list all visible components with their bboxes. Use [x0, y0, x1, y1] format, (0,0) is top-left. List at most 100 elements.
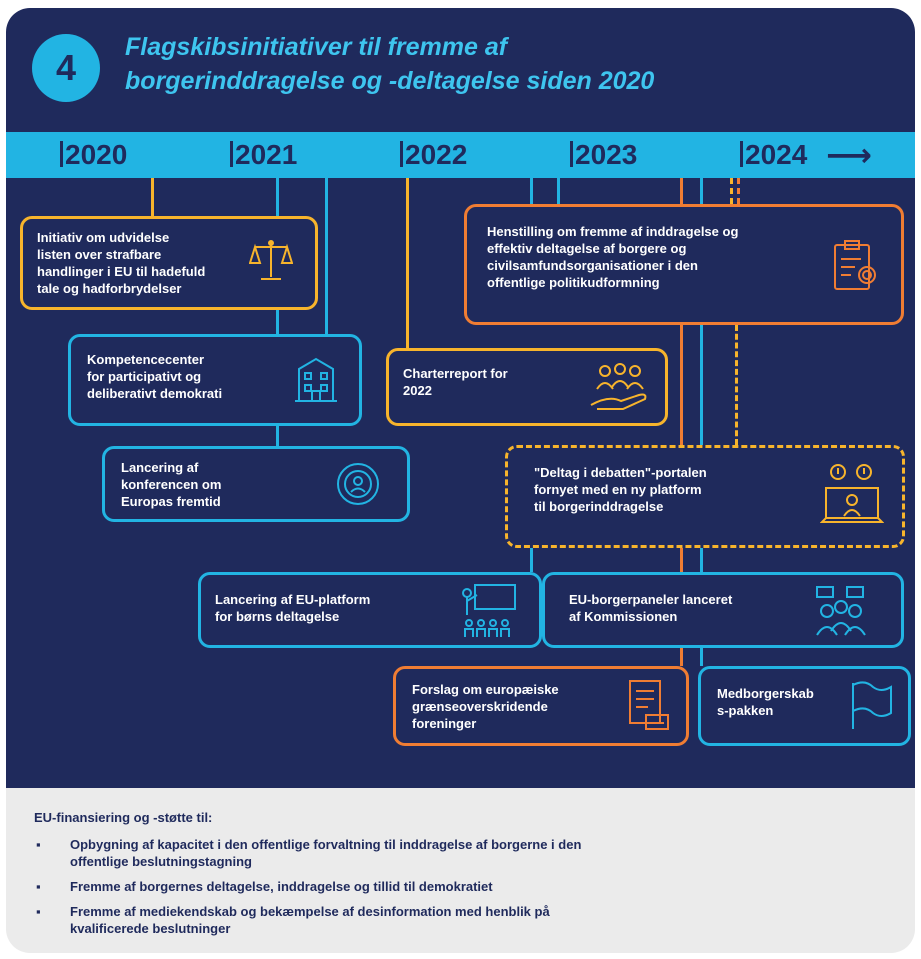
- year-tick: [740, 141, 743, 167]
- text-line: tale og hadforbrydelser: [37, 281, 182, 296]
- connector-line: [680, 325, 683, 445]
- text-line: 2022: [403, 383, 432, 398]
- text-line: til borgerinddragelse: [534, 499, 664, 514]
- initiative-text: Henstilling om fremme af inddragelse og …: [487, 223, 738, 291]
- year-2021: 2021: [230, 134, 297, 176]
- year-2022: 2022: [400, 134, 467, 176]
- text-line: for børns deltagelse: [215, 609, 340, 624]
- year-2020: 2020: [60, 134, 127, 176]
- initiative-text: Charterreport for 2022: [403, 365, 508, 399]
- title-line-2: borgerinddragelse og -deltagelse siden 2…: [125, 67, 655, 95]
- certificate-icon: [834, 240, 876, 290]
- text-line: effektiv deltagelse af borgere og: [487, 241, 687, 256]
- funding-item: ▪ Fremme af borgernes deltagelse, inddra…: [34, 878, 894, 895]
- text-line: Kompetencecenter: [87, 352, 205, 367]
- connector-line: [557, 178, 560, 204]
- year-tick: [60, 141, 63, 167]
- text-line: Europas fremtid: [121, 494, 221, 509]
- year-label: 2022: [405, 139, 468, 170]
- year-2023: 2023: [570, 134, 637, 176]
- text-line: Lancering af EU-platform: [215, 592, 371, 607]
- text-line: Lancering af: [121, 460, 199, 475]
- laptop-people-icon: [820, 464, 884, 523]
- initiative-text: Kompetencecenter for participativt og de…: [87, 351, 222, 402]
- flag-icon: [852, 681, 892, 729]
- panel-people-icon: [816, 586, 866, 636]
- bullet-icon: ▪: [36, 904, 41, 919]
- connector-line: [700, 325, 703, 445]
- text-line: Medborgerskab: [717, 686, 814, 701]
- children-platform-icon: [462, 584, 516, 637]
- connector-line: [276, 426, 279, 446]
- year-tick: [400, 141, 403, 167]
- connector-line: [406, 178, 409, 348]
- funding-item: ▪ Fremme af mediekendskab og bekæmpelse …: [34, 903, 894, 937]
- text-line: handlinger i EU til hadefuld: [37, 264, 206, 279]
- connector-line: [325, 178, 328, 334]
- initiative-recommendation: Henstilling om fremme af inddragelse og …: [464, 204, 904, 325]
- initiative-text: Lancering af konferencen om Europas frem…: [121, 459, 221, 510]
- text-line: offentlige politikudformning: [487, 275, 660, 290]
- connector-line: [735, 325, 738, 445]
- funding-heading: EU-finansiering og -støtte til:: [34, 810, 213, 825]
- initiative-text: EU-borgerpaneler lanceret af Kommissione…: [569, 591, 732, 625]
- initiative-conference: Lancering af konferencen om Europas frem…: [102, 446, 410, 522]
- text-line: "Deltag i debatten"-portalen: [534, 465, 707, 480]
- text-line: konferencen om: [121, 477, 222, 492]
- text-line: Initiativ om udvidelse: [37, 230, 170, 245]
- people-hand-icon: [590, 363, 647, 410]
- text-line: fornyet med en ny platform: [534, 482, 702, 497]
- year-label: 2020: [65, 139, 128, 170]
- year-tick: [230, 141, 233, 167]
- year-label: 2023: [575, 139, 638, 170]
- document-stamp-icon: [629, 680, 669, 730]
- text-line: s-pakken: [717, 703, 774, 718]
- text-line: Henstilling om fremme af inddragelse og: [487, 224, 739, 239]
- text-line: EU-borgerpaneler lanceret: [569, 592, 733, 607]
- text-line: for participativt og: [87, 369, 202, 384]
- building-icon: [295, 357, 337, 402]
- connector-line: [276, 178, 279, 218]
- funding-item: ▪ Opbygning af kapacitet i den offentlig…: [34, 836, 894, 870]
- text-line: offentlige beslutningstagning: [70, 854, 252, 869]
- initiative-text: Initiativ om udvidelse listen over straf…: [37, 229, 205, 297]
- initiative-hate-speech: Initiativ om udvidelse listen over straf…: [20, 216, 318, 310]
- connector-line: [737, 178, 740, 204]
- connector-line: [151, 178, 154, 218]
- funding-list: ▪ Opbygning af kapacitet i den offentlig…: [34, 836, 894, 945]
- bullet-icon: ▪: [36, 837, 41, 852]
- text-line: af Kommissionen: [569, 609, 678, 624]
- connector-line: [700, 178, 703, 204]
- initiative-text: Forslag om europæiske grænseoverskridend…: [412, 681, 559, 732]
- section-number: 4: [55, 47, 77, 88]
- page-title: Flagskibsinitiativer til fremme af borge…: [125, 30, 885, 98]
- timeline-arrow-icon: ⟶: [826, 137, 872, 173]
- conference-icon: [337, 463, 379, 505]
- initiative-text: Medborgerskab s-pakken: [717, 685, 814, 719]
- initiative-citizenship-package: Medborgerskab s-pakken: [698, 666, 911, 746]
- section-number-badge: 4: [32, 34, 100, 102]
- text-line: Fremme af borgernes deltagelse, inddrage…: [70, 879, 493, 894]
- text-line: kvalificerede beslutninger: [70, 921, 231, 936]
- initiative-text: Lancering af EU-platform for børns delta…: [215, 591, 370, 625]
- text-line: Opbygning af kapacitet i den offentlige …: [70, 837, 582, 852]
- timeline-band: [6, 132, 915, 178]
- text-line: Charterreport for: [403, 366, 508, 381]
- title-line-1: Flagskibsinitiativer til fremme af: [125, 33, 508, 61]
- text-line: Fremme af mediekendskab og bekæmpelse af…: [70, 904, 550, 919]
- text-line: grænseoverskridende: [412, 699, 548, 714]
- initiative-competence-centre: Kompetencecenter for participativt og de…: [68, 334, 362, 426]
- connector-line: [276, 310, 279, 334]
- year-tick: [570, 141, 573, 167]
- text-line: listen over strafbare: [37, 247, 162, 262]
- bullet-icon: ▪: [36, 879, 41, 894]
- year-label: 2021: [235, 139, 298, 170]
- initiative-charter-report: Charterreport for 2022: [386, 348, 668, 426]
- initiative-children-platform: Lancering af EU-platform for børns delta…: [198, 572, 542, 648]
- scales-icon: [249, 240, 293, 280]
- text-line: civilsamfundsorganisationer i den: [487, 258, 698, 273]
- year-label: 2024: [745, 139, 808, 170]
- initiative-debate-portal: "Deltag i debatten"-portalen fornyet med…: [505, 445, 905, 548]
- initiative-text: "Deltag i debatten"-portalen fornyet med…: [534, 464, 707, 515]
- connector-line: [530, 548, 533, 572]
